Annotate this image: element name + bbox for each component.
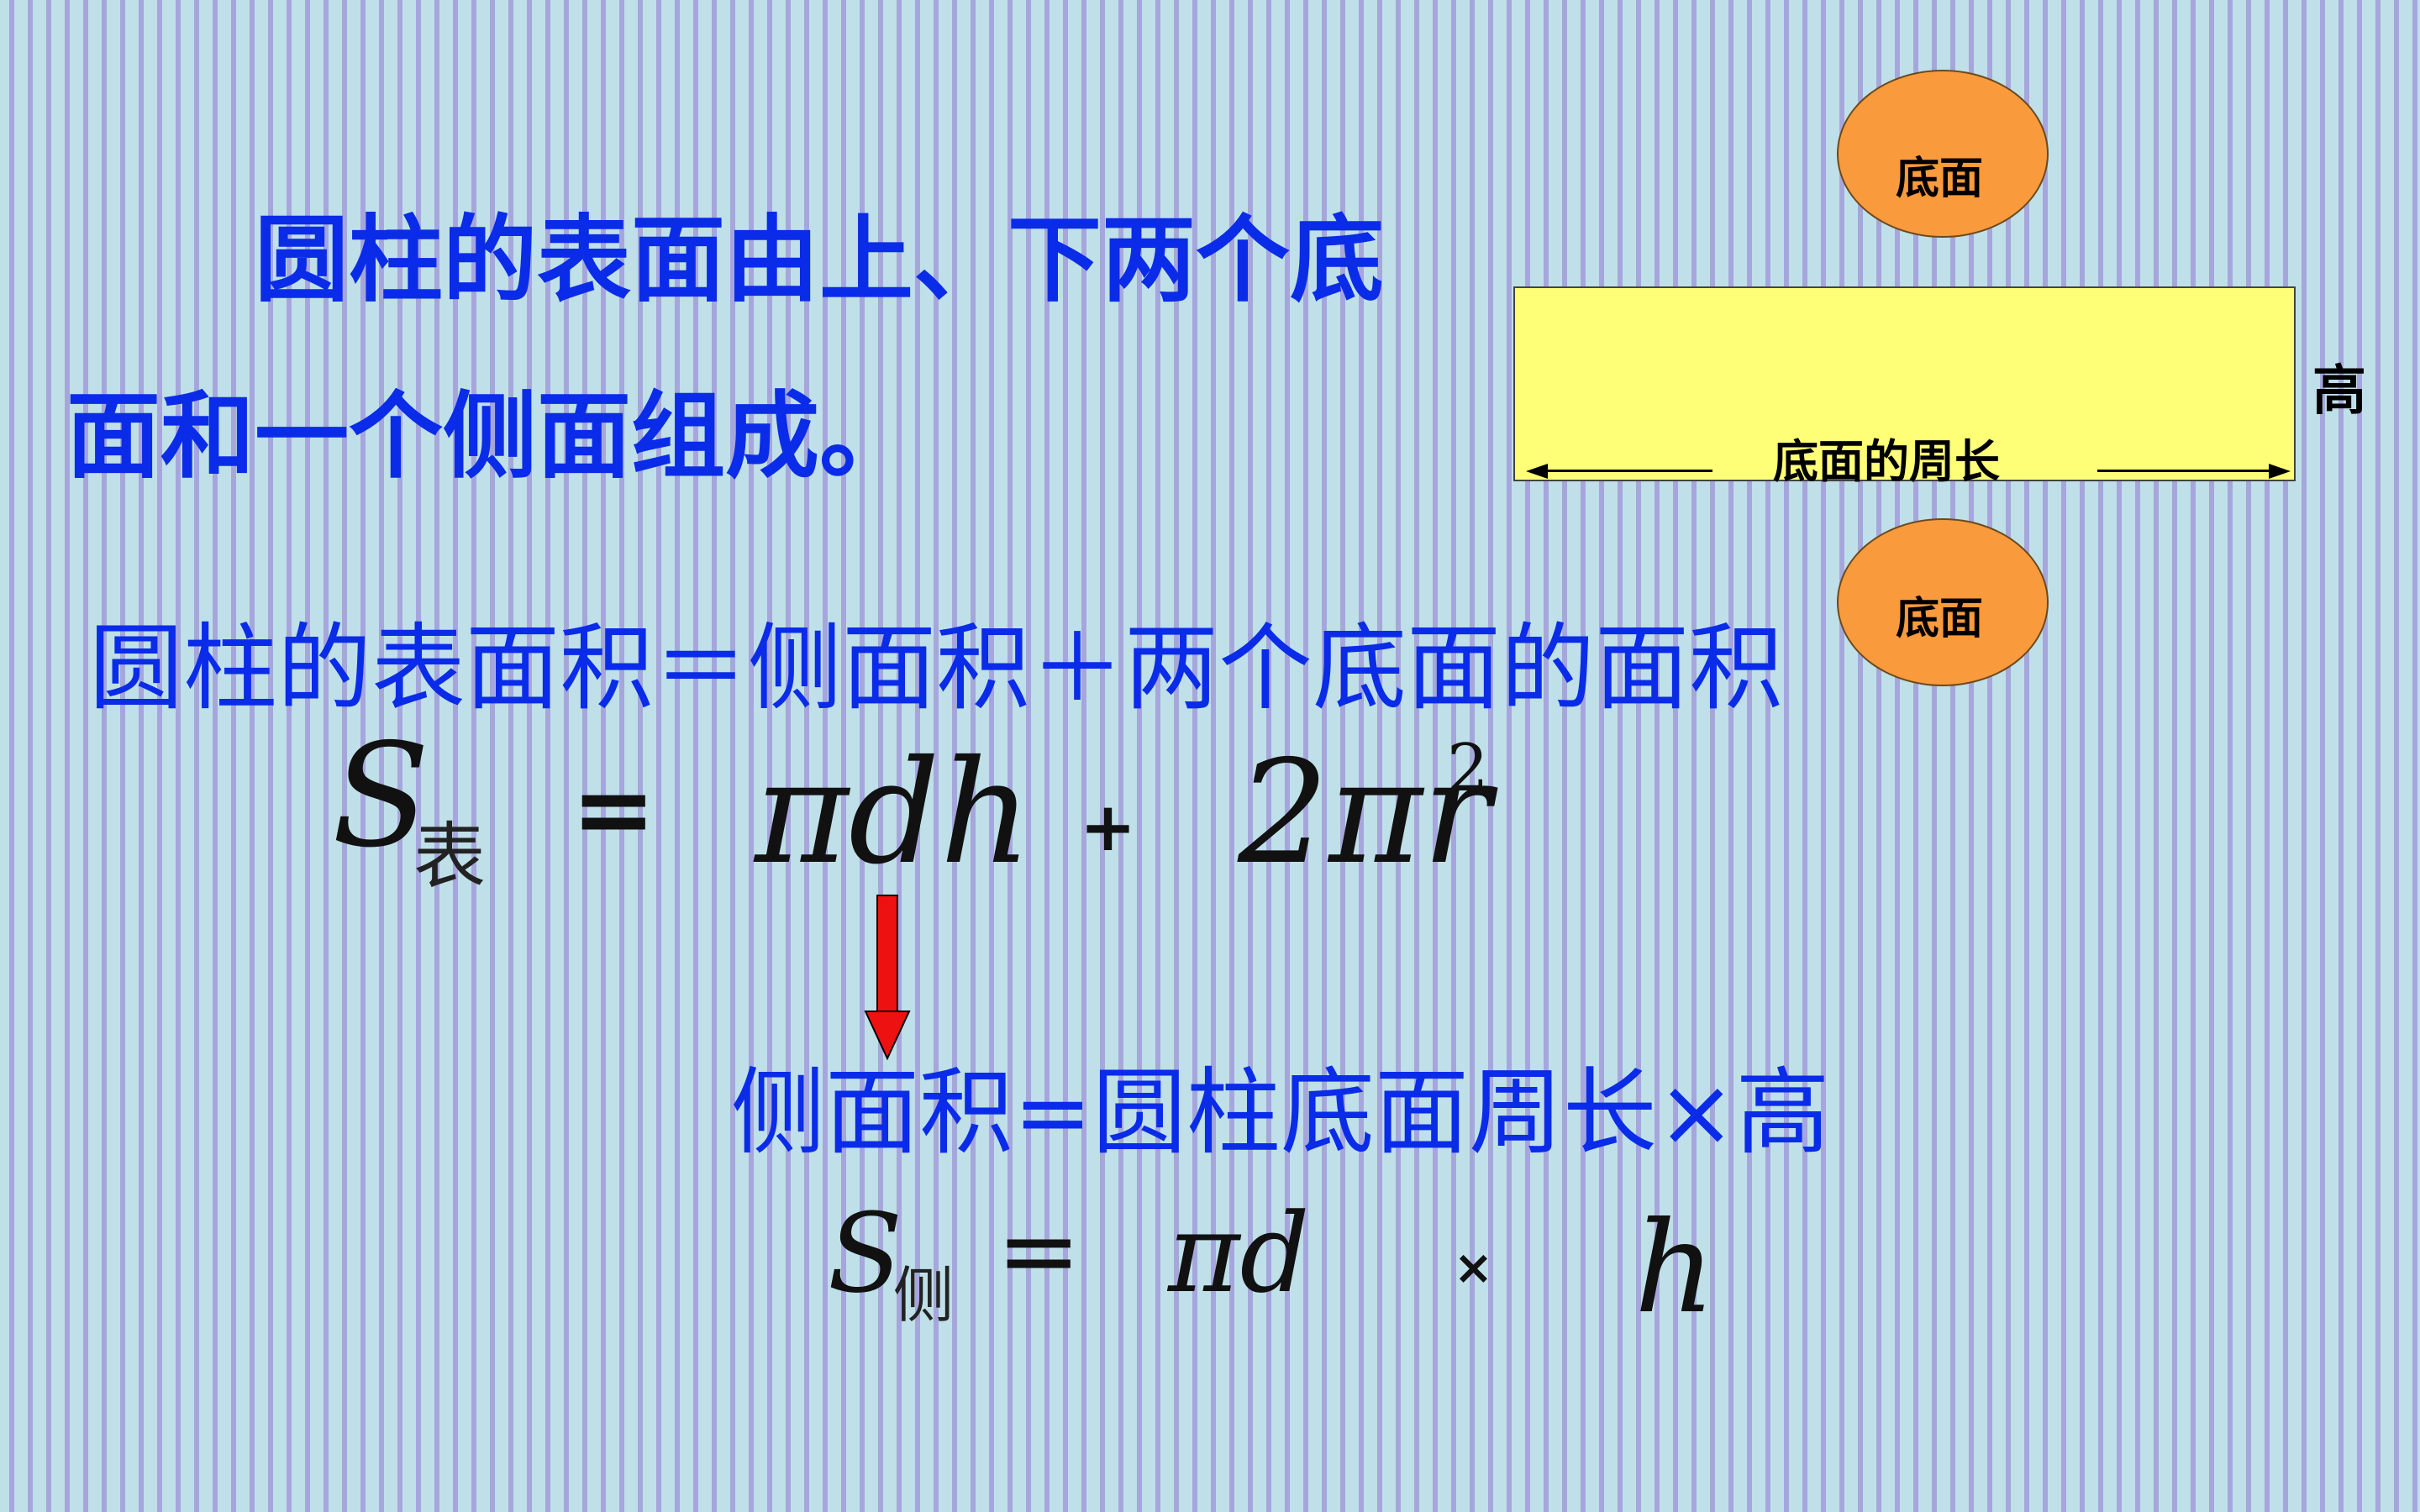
surface-exponent: 2 [1447, 731, 1489, 806]
intro-line-2: 面和一个侧面组成。 [66, 382, 913, 491]
down-arrow-icon [864, 895, 911, 1061]
surface-term-pidh: πdh [755, 730, 1033, 896]
surface-area-formula-text: 圆柱的表面积＝侧面积＋两个底面的面积 [89, 614, 1783, 723]
arrow-right-head-icon [2269, 464, 2291, 479]
lateral-times: × [1454, 1241, 1493, 1295]
bottom-base-label: 底面 [1896, 594, 1984, 644]
surface-S-symbol: S [332, 713, 430, 879]
arrow-left-head-icon [1526, 464, 1548, 479]
top-base-label: 底面 [1896, 154, 1984, 204]
circumference-label: 底面的周长 [1773, 435, 2000, 488]
lateral-equals: = [997, 1193, 1081, 1310]
surface-term-2pir: 2πr [1238, 730, 1491, 896]
lateral-S-subscript: 侧 [893, 1260, 955, 1331]
top-base-ellipse [1837, 70, 2049, 238]
lateral-term-pid: πd [1168, 1189, 1310, 1317]
surface-equals: = [571, 752, 656, 869]
circumference-arrow-right [2097, 470, 2275, 472]
lateral-area-formula-text: 侧面积=圆柱底面周长×高 [731, 1058, 1830, 1168]
intro-line-1: 圆柱的表面由上、下两个底 [255, 206, 1384, 315]
surface-S-subscript: 表 [413, 815, 486, 899]
bottom-base-ellipse [1837, 518, 2049, 686]
lateral-S-symbol: S [828, 1189, 903, 1317]
height-label: 高 [2312, 360, 2366, 423]
circumference-arrow-left [1534, 470, 1712, 472]
lateral-term-h: h [1634, 1195, 1716, 1341]
lateral-surface-rect [1513, 286, 2296, 481]
surface-plus: + [1080, 788, 1137, 866]
